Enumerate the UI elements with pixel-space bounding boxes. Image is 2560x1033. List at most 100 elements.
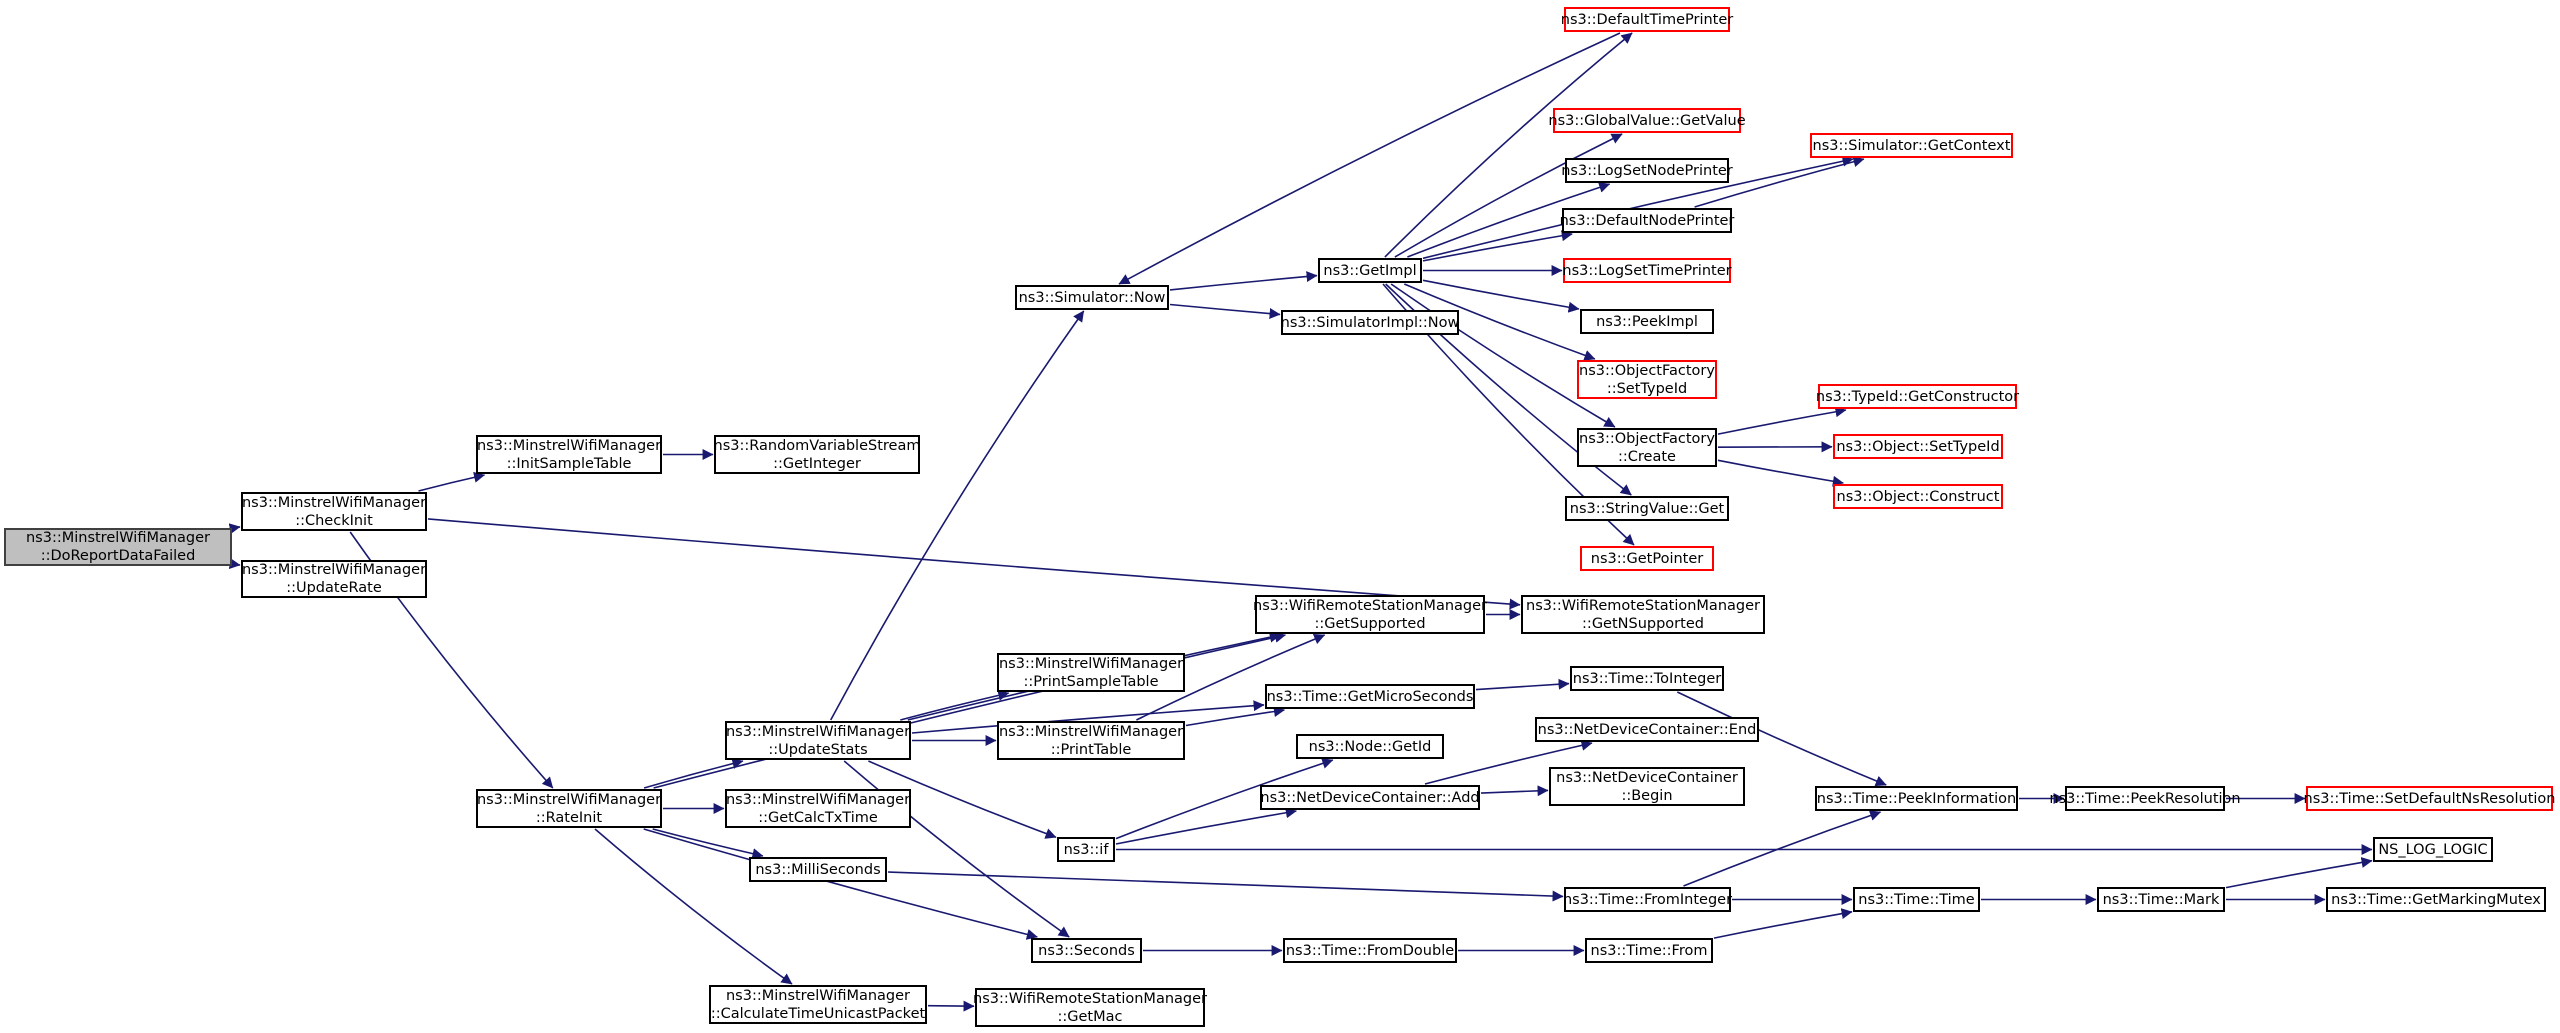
graph-node-ns3-netdevicecontainer-add[interactable]: ns3::NetDeviceContainer::Add <box>1260 785 1480 810</box>
graph-node-ns3-minstrelwifimanager-checkinit[interactable]: ns3::MinstrelWifiManager::CheckInit <box>241 492 427 531</box>
graph-node-ns3-objectfactory-settypeid[interactable]: ns3::ObjectFactory::SetTypeId <box>1577 360 1717 399</box>
node-label: ns3::LogSetNodePrinter <box>1561 162 1733 179</box>
edge-ns3-getimpl-to-ns3-defaultnodeprinter <box>1422 230 1573 262</box>
node-label: ::UpdateRate <box>286 580 382 596</box>
graph-node-ns3-peekimpl[interactable]: ns3::PeekImpl <box>1580 309 1714 334</box>
graph-node-ns3-wifiremotestationmanager-getsupported[interactable]: ns3::WifiRemoteStationManager::GetSuppor… <box>1253 595 1487 634</box>
graph-node-ns3-simulator-getcontext[interactable]: ns3::Simulator::GetContext <box>1810 133 2013 158</box>
edge-ns3-minstrelwifimanager-doreportdatafailed-to-ns3-minstrelwifimanager-updaterate <box>228 558 241 570</box>
graph-node-ns3-time-from[interactable]: ns3::Time::From <box>1585 938 1713 963</box>
edge-ns3-minstrelwifimanager-calculatetimeunicastpacket-to-ns3-wifiremotestationmanager-getmac <box>927 1000 975 1012</box>
edge-ns3-minstrelwifimanager-rateinit-to-ns3-minstrelwifimanager-updatestats <box>643 758 744 789</box>
node-label: ns3::GlobalValue::GetValue <box>1548 112 1746 129</box>
graph-node-ns3-logsetnodeprinter[interactable]: ns3::LogSetNodePrinter <box>1561 158 1733 183</box>
node-label: ns3::WifiRemoteStationManager <box>1253 597 1487 614</box>
edge-ns3-objectfactory-create-to-ns3-typeid-getconstructor <box>1717 406 1847 435</box>
edge-ns3-getimpl-to-ns3-objectfactory-settypeid <box>1403 283 1596 361</box>
graph-node-ns3-if[interactable]: ns3::if <box>1057 837 1115 862</box>
graph-node-ns3-netdevicecontainer-begin[interactable]: ns3::NetDeviceContainer::Begin <box>1549 767 1745 806</box>
graph-node-ns3-object-construct[interactable]: ns3::Object::Construct <box>1833 484 2003 509</box>
graph-node-ns3-randomvariablestream-getinteger[interactable]: ns3::RandomVariableStream::GetInteger <box>714 435 920 474</box>
edge-ns3-minstrelwifimanager-checkinit-to-ns3-wifiremotestationmanager-getnsupported <box>427 518 1521 610</box>
graph-node-ns3-object-settypeid[interactable]: ns3::Object::SetTypeId <box>1833 434 2003 459</box>
graph-node-ns3-minstrelwifimanager-updatestats[interactable]: ns3::MinstrelWifiManager::UpdateStats <box>725 721 911 760</box>
node-label: ns3::Time::PeekResolution <box>2049 790 2241 807</box>
edge-ns3-getimpl-to-ns3-simulator-getcontext <box>1422 155 1854 260</box>
graph-node-ns3-stringvalue-get[interactable]: ns3::StringValue::Get <box>1565 496 1729 521</box>
graph-node-ns3-simulatorimpl-now[interactable]: ns3::SimulatorImpl::Now <box>1281 310 1459 335</box>
graph-node-ns3-time-tointeger[interactable]: ns3::Time::ToInteger <box>1570 666 1724 691</box>
graph-node-ns3-objectfactory-create[interactable]: ns3::ObjectFactory::Create <box>1577 428 1717 467</box>
node-label: ::SetTypeId <box>1606 380 1688 397</box>
graph-node-ns3-time-time[interactable]: ns3::Time::Time <box>1853 887 1980 912</box>
edge-ns3-netdevicecontainer-add-to-ns3-netdevicecontainer-end <box>1424 739 1593 785</box>
node-label: ::UpdateStats <box>768 741 868 758</box>
graph-node-ns3-time-frominteger[interactable]: ns3::Time::FromInteger <box>1563 887 1732 912</box>
node-label: ns3::WifiRemoteStationManager <box>1526 597 1760 614</box>
node-label: ns3::ObjectFactory <box>1579 430 1715 447</box>
graph-node-ns-log-logic[interactable]: NS_LOG_LOGIC <box>2373 837 2493 862</box>
node-label: ::PrintSampleTable <box>1023 673 1159 690</box>
graph-node-ns3-time-peekresolution[interactable]: ns3::Time::PeekResolution <box>2049 786 2241 811</box>
node-label: ns3::Time::FromDouble <box>1285 942 1455 959</box>
edge-ns3-minstrelwifimanager-rateinit-to-ns3-minstrelwifimanager-calculatetimeunicastpacket <box>594 828 793 985</box>
node-label: ns3::GetImpl <box>1323 262 1417 279</box>
graph-node-ns3-getimpl[interactable]: ns3::GetImpl <box>1318 258 1422 283</box>
node-label: ::CheckInit <box>295 512 373 529</box>
node-label: ns3::Time::Mark <box>2102 891 2220 908</box>
node-label: ns3::NetDeviceContainer::Add <box>1260 789 1480 806</box>
graph-node-ns3-minstrelwifimanager-printtable[interactable]: ns3::MinstrelWifiManager::PrintTable <box>997 721 1185 760</box>
node-label: ::GetInteger <box>773 455 861 472</box>
node-label: ::GetCalcTxTime <box>758 809 878 826</box>
edge-ns3-minstrelwifimanager-rateinit-to-ns3-seconds <box>643 828 1038 940</box>
edge-ns3-minstrelwifimanager-printtable-to-ns3-time-getmicroseconds <box>1185 706 1285 727</box>
node-label: ns3::MinstrelWifiManager <box>476 791 662 808</box>
node-label: ns3::Time::GetMicroSeconds <box>1266 688 1474 705</box>
graph-node-ns3-minstrelwifimanager-printsampletable[interactable]: ns3::MinstrelWifiManager::PrintSampleTab… <box>997 653 1185 692</box>
node-label: ns3::MilliSeconds <box>755 861 881 878</box>
node-label: ns3::Node::GetId <box>1308 738 1432 755</box>
graph-node-ns3-node-getid[interactable]: ns3::Node::GetId <box>1296 734 1444 759</box>
graph-node-ns3-time-mark[interactable]: ns3::Time::Mark <box>2097 887 2225 912</box>
node-label: ns3::PeekImpl <box>1596 313 1698 330</box>
graph-node-ns3-globalvalue-getvalue[interactable]: ns3::GlobalValue::GetValue <box>1548 108 1746 133</box>
node-label: ::InitSampleTable <box>506 455 632 472</box>
graph-node-ns3-time-peekinformation[interactable]: ns3::Time::PeekInformation <box>1815 786 2018 811</box>
graph-node-ns3-typeid-getconstructor[interactable]: ns3::TypeId::GetConstructor <box>1816 384 2019 409</box>
edge-ns3-if-to-ns3-netdevicecontainer-add <box>1115 807 1297 845</box>
edge-ns3-minstrelwifimanager-checkinit-to-ns3-minstrelwifimanager-initsampletable <box>418 471 486 492</box>
edge-ns3-minstrelwifimanager-updatestats-to-ns3-simulator-now <box>829 310 1085 721</box>
graph-node-ns3-time-fromdouble[interactable]: ns3::Time::FromDouble <box>1283 938 1457 963</box>
node-label: ::GetSupported <box>1314 615 1426 632</box>
edge-ns3-minstrelwifimanager-rateinit-to-ns3-wifiremotestationmanager-getsupported <box>653 631 1286 789</box>
graph-node-ns3-minstrelwifimanager-rateinit[interactable]: ns3::MinstrelWifiManager::RateInit <box>476 789 662 828</box>
graph-node-ns3-milliseconds[interactable]: ns3::MilliSeconds <box>749 857 887 882</box>
node-label: ::Create <box>1618 448 1676 465</box>
graph-node-ns3-time-getmicroseconds[interactable]: ns3::Time::GetMicroSeconds <box>1265 684 1475 709</box>
graph-node-ns3-defaulttimeprinter[interactable]: ns3::DefaultTimePrinter <box>1561 7 1733 32</box>
node-label: ns3::LogSetTimePrinter <box>1562 262 1732 279</box>
graph-node-ns3-getpointer[interactable]: ns3::GetPointer <box>1580 546 1714 571</box>
edge-ns3-simulator-now-to-ns3-getimpl <box>1169 271 1318 291</box>
graph-node-ns3-minstrelwifimanager-updaterate[interactable]: ns3::MinstrelWifiManager::UpdateRate <box>241 560 427 598</box>
node-label: ns3::SimulatorImpl::Now <box>1280 314 1460 331</box>
edge-ns3-getimpl-to-ns3-logsetnodeprinter <box>1407 182 1611 258</box>
graph-node-ns3-wifiremotestationmanager-getmac[interactable]: ns3::WifiRemoteStationManager::GetMac <box>973 988 1207 1027</box>
graph-node-ns3-seconds[interactable]: ns3::Seconds <box>1031 938 1142 963</box>
graph-node-ns3-defaultnodeprinter[interactable]: ns3::DefaultNodePrinter <box>1560 208 1734 233</box>
node-label: ns3::Time::PeekInformation <box>1816 790 2017 807</box>
graph-node-ns3-simulator-now[interactable]: ns3::Simulator::Now <box>1015 285 1169 310</box>
graph-node-ns3-netdevicecontainer-end[interactable]: ns3::NetDeviceContainer::End <box>1535 717 1759 742</box>
graph-node-ns3-minstrelwifimanager-calculatetimeunicastpacket[interactable]: ns3::MinstrelWifiManager::CalculateTimeU… <box>709 985 927 1024</box>
edge-ns3-defaulttimeprinter-to-ns3-simulator-now <box>1118 32 1621 285</box>
graph-node-ns3-logsettimeprinter[interactable]: ns3::LogSetTimePrinter <box>1562 258 1732 283</box>
graph-node-ns3-minstrelwifimanager-initsampletable[interactable]: ns3::MinstrelWifiManager::InitSampleTabl… <box>476 435 662 474</box>
graph-node-ns3-time-setdefaultnsresolution[interactable]: ns3::Time::SetDefaultNsResolution <box>2304 786 2555 811</box>
node-label: ::RateInit <box>535 809 603 826</box>
graph-node-ns3-minstrelwifimanager-getcalctxtime[interactable]: ns3::MinstrelWifiManager::GetCalcTxTime <box>725 789 911 828</box>
graph-node-ns3-wifiremotestationmanager-getnsupported[interactable]: ns3::WifiRemoteStationManager::GetNSuppo… <box>1521 595 1765 634</box>
node-label: ns3::Time::ToInteger <box>1572 670 1722 687</box>
edge-ns3-getimpl-to-ns3-defaulttimeprinter <box>1384 32 1633 258</box>
node-label: ns3::WifiRemoteStationManager <box>973 990 1207 1007</box>
graph-node-ns3-time-getmarkingmutex[interactable]: ns3::Time::GetMarkingMutex <box>2326 887 2546 912</box>
